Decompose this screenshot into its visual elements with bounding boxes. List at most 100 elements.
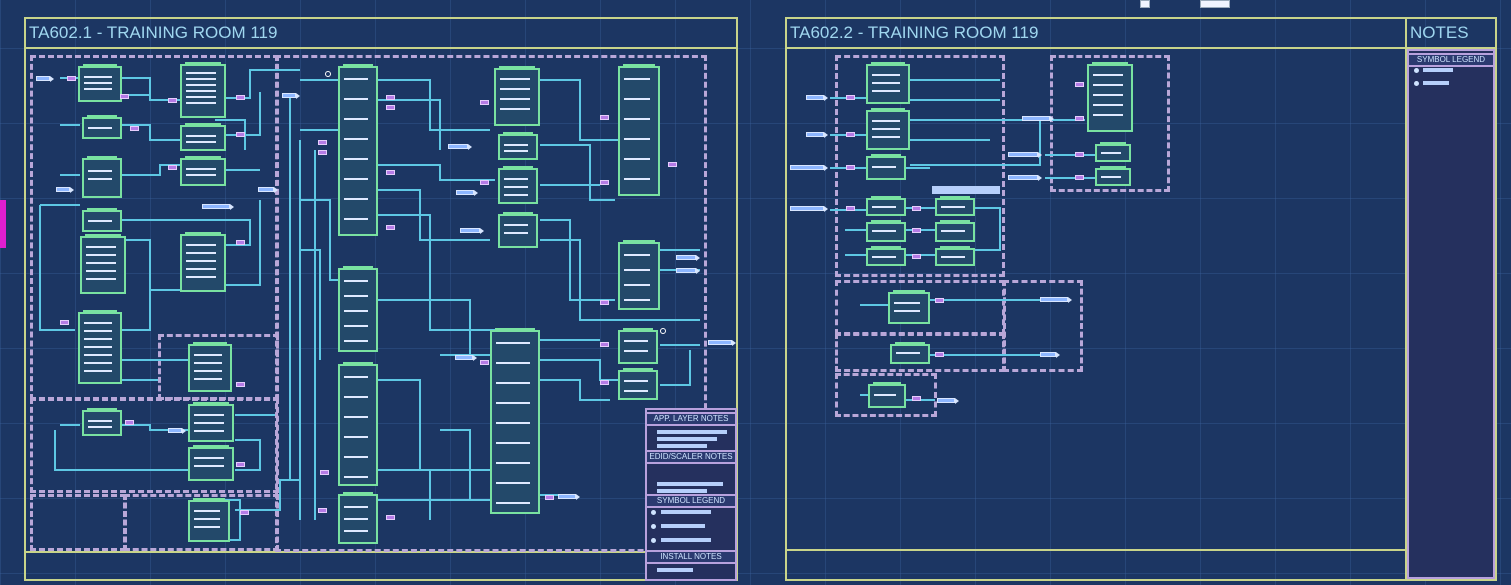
zone-wall-plate[interactable] xyxy=(30,398,279,493)
port[interactable] xyxy=(600,300,609,305)
device-block[interactable] xyxy=(1095,142,1131,162)
port[interactable] xyxy=(67,76,76,81)
port[interactable] xyxy=(545,495,554,500)
device-block[interactable] xyxy=(935,220,975,242)
device-block[interactable] xyxy=(188,342,232,392)
port[interactable] xyxy=(480,360,489,365)
signal-tag[interactable] xyxy=(1008,175,1042,181)
signal-tag[interactable] xyxy=(456,190,478,196)
device-block[interactable] xyxy=(866,196,906,216)
signal-tag[interactable] xyxy=(282,93,300,99)
port[interactable] xyxy=(318,140,327,145)
signal-tag[interactable] xyxy=(708,340,736,346)
port[interactable] xyxy=(168,98,177,103)
signal-tag[interactable] xyxy=(168,428,186,434)
zone-display[interactable] xyxy=(1003,280,1083,372)
device-block[interactable] xyxy=(82,408,122,436)
signal-tag[interactable] xyxy=(558,494,580,500)
port[interactable] xyxy=(600,380,609,385)
device-block[interactable] xyxy=(188,402,234,442)
port[interactable] xyxy=(912,228,921,233)
port[interactable] xyxy=(120,94,129,99)
zone-wall[interactable] xyxy=(835,333,1005,372)
signal-tag[interactable] xyxy=(460,228,484,234)
zone-rack-center[interactable] xyxy=(275,55,707,552)
device-block[interactable] xyxy=(188,445,234,481)
port[interactable] xyxy=(386,105,395,110)
zone-table[interactable] xyxy=(835,373,937,417)
device-block[interactable] xyxy=(78,310,122,384)
device-block[interactable] xyxy=(618,64,660,196)
device-block[interactable] xyxy=(80,234,126,294)
signal-tag[interactable] xyxy=(448,144,472,150)
device-block[interactable] xyxy=(180,62,226,118)
signal-tag[interactable] xyxy=(258,187,278,193)
port[interactable] xyxy=(240,510,249,515)
port[interactable] xyxy=(1075,116,1084,121)
port[interactable] xyxy=(600,180,609,185)
signal-tag[interactable] xyxy=(1008,152,1042,158)
device-block[interactable] xyxy=(866,154,906,180)
device-block[interactable] xyxy=(78,64,122,102)
device-block[interactable] xyxy=(338,492,378,544)
device-block[interactable] xyxy=(82,156,122,198)
signal-tag[interactable] xyxy=(36,76,54,82)
device-block[interactable] xyxy=(498,212,538,248)
device-block[interactable] xyxy=(82,208,122,232)
signal-tag[interactable] xyxy=(806,132,828,138)
port[interactable] xyxy=(846,165,855,170)
device-block[interactable] xyxy=(338,64,378,236)
toolbar-icon[interactable] xyxy=(1200,0,1230,8)
port[interactable] xyxy=(236,240,245,245)
signal-tag[interactable] xyxy=(455,355,477,361)
port[interactable] xyxy=(935,298,944,303)
port[interactable] xyxy=(320,470,329,475)
device-block[interactable] xyxy=(180,232,226,292)
port[interactable] xyxy=(1075,175,1084,180)
device-block[interactable] xyxy=(618,368,658,400)
port[interactable] xyxy=(386,170,395,175)
device-block[interactable] xyxy=(1095,166,1131,186)
port[interactable] xyxy=(168,165,177,170)
port[interactable] xyxy=(386,515,395,520)
signal-tag[interactable] xyxy=(937,398,959,404)
device-block[interactable] xyxy=(490,328,540,514)
port[interactable] xyxy=(846,132,855,137)
port[interactable] xyxy=(600,342,609,347)
port[interactable] xyxy=(236,462,245,467)
device-block[interactable] xyxy=(338,362,378,486)
port[interactable] xyxy=(386,225,395,230)
device-block[interactable] xyxy=(494,66,540,126)
device-block[interactable] xyxy=(188,498,230,542)
device-block[interactable] xyxy=(890,342,930,364)
device-block[interactable] xyxy=(82,115,122,139)
device-block[interactable] xyxy=(338,266,378,352)
port[interactable] xyxy=(480,100,489,105)
device-block[interactable] xyxy=(866,246,906,266)
port[interactable] xyxy=(846,206,855,211)
signal-tag[interactable] xyxy=(56,187,74,193)
port[interactable] xyxy=(846,95,855,100)
signal-tag[interactable] xyxy=(676,255,700,261)
port[interactable] xyxy=(236,382,245,387)
signal-tag[interactable] xyxy=(1040,297,1072,303)
device-block[interactable] xyxy=(935,246,975,266)
port[interactable] xyxy=(386,95,395,100)
port[interactable] xyxy=(935,352,944,357)
port[interactable] xyxy=(600,115,609,120)
signal-tag[interactable] xyxy=(1022,116,1054,122)
port[interactable] xyxy=(1075,82,1084,87)
toolbar-icon[interactable] xyxy=(1140,0,1150,8)
device-block[interactable] xyxy=(935,196,975,216)
device-block[interactable] xyxy=(888,290,930,324)
port[interactable] xyxy=(480,180,489,185)
signal-tag[interactable] xyxy=(790,206,828,212)
zone-table-right[interactable] xyxy=(124,494,279,551)
device-block[interactable] xyxy=(498,132,538,160)
device-block[interactable] xyxy=(866,108,910,150)
signal-tag[interactable] xyxy=(202,204,234,210)
device-block[interactable] xyxy=(866,220,906,242)
device-block[interactable] xyxy=(180,156,226,186)
port[interactable] xyxy=(912,254,921,259)
